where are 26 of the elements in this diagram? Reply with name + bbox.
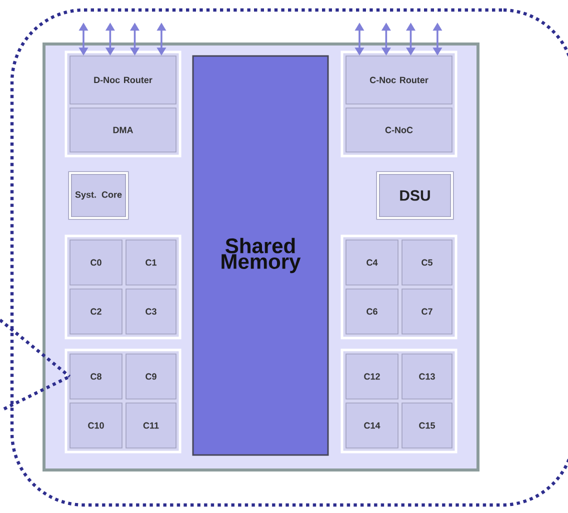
core-box: C10 xyxy=(70,402,122,448)
core-box: C1 xyxy=(126,240,176,286)
core-box: C14 xyxy=(346,402,398,448)
zoom-outline xyxy=(10,8,568,507)
core-box: C13 xyxy=(402,354,452,400)
unit-box: DSU xyxy=(376,171,454,220)
core-box: C0 xyxy=(70,240,122,286)
core-box: C3 xyxy=(126,288,176,334)
memory-block: Shared Memory xyxy=(192,55,329,456)
core-box: C11 xyxy=(126,402,176,448)
core-box: C15 xyxy=(402,402,452,448)
core-box: Syst. Core xyxy=(68,171,129,220)
zoom-line xyxy=(3,375,70,410)
core-box: C6 xyxy=(346,288,398,334)
core-box: C9 xyxy=(126,354,176,400)
router-box: C-Noc Router xyxy=(346,56,452,104)
core-box: C8 xyxy=(70,354,122,400)
core-box: C12 xyxy=(346,354,398,400)
core-box: C4 xyxy=(346,240,398,286)
core-box: C7 xyxy=(402,288,452,334)
zoom-line xyxy=(0,318,71,378)
core-box: C5 xyxy=(402,240,452,286)
router-box: D-Noc Router xyxy=(70,56,176,104)
unit-box: C-NoC xyxy=(346,108,452,152)
core-box: C2 xyxy=(70,288,122,334)
unit-box: DMA xyxy=(70,108,176,152)
